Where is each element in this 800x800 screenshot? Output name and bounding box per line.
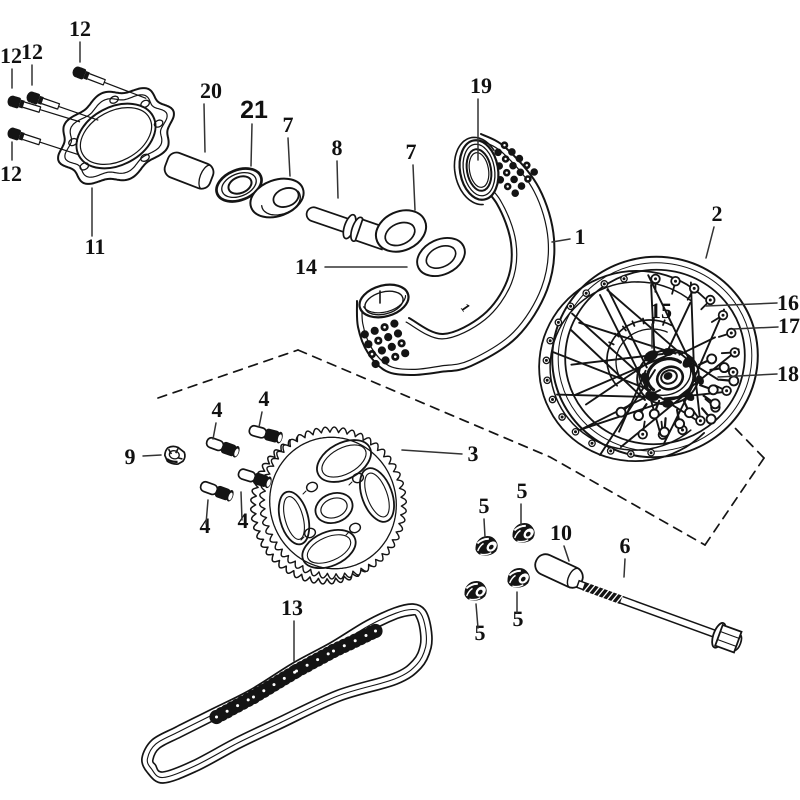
svg-text:20: 20 <box>200 78 222 103</box>
svg-text:4: 4 <box>200 513 211 538</box>
svg-text:7: 7 <box>406 139 417 164</box>
svg-text:11: 11 <box>85 234 106 259</box>
svg-text:17: 17 <box>778 313 800 338</box>
svg-text:12: 12 <box>0 161 22 186</box>
svg-text:6: 6 <box>620 533 631 558</box>
svg-text:9: 9 <box>125 444 136 469</box>
svg-text:5: 5 <box>475 620 486 645</box>
svg-text:12: 12 <box>69 16 91 41</box>
svg-text:8: 8 <box>332 135 343 160</box>
svg-text:16: 16 <box>777 290 799 315</box>
svg-text:5: 5 <box>517 478 528 503</box>
svg-text:4: 4 <box>238 508 249 533</box>
svg-text:12: 12 <box>21 39 43 64</box>
svg-text:2: 2 <box>712 201 723 226</box>
svg-text:14: 14 <box>295 254 317 279</box>
svg-text:15: 15 <box>650 298 672 323</box>
svg-text:5: 5 <box>479 493 490 518</box>
svg-text:10: 10 <box>550 520 572 545</box>
svg-text:4: 4 <box>212 397 223 422</box>
svg-text:12: 12 <box>0 43 22 68</box>
svg-text:19: 19 <box>470 73 492 98</box>
svg-text:21: 21 <box>240 96 268 124</box>
svg-text:18: 18 <box>777 361 799 386</box>
svg-text:5: 5 <box>513 606 524 631</box>
svg-text:13: 13 <box>281 595 303 620</box>
svg-text:3: 3 <box>468 441 479 466</box>
svg-text:7: 7 <box>283 112 294 137</box>
svg-text:4: 4 <box>259 386 270 411</box>
svg-text:1: 1 <box>575 224 586 249</box>
